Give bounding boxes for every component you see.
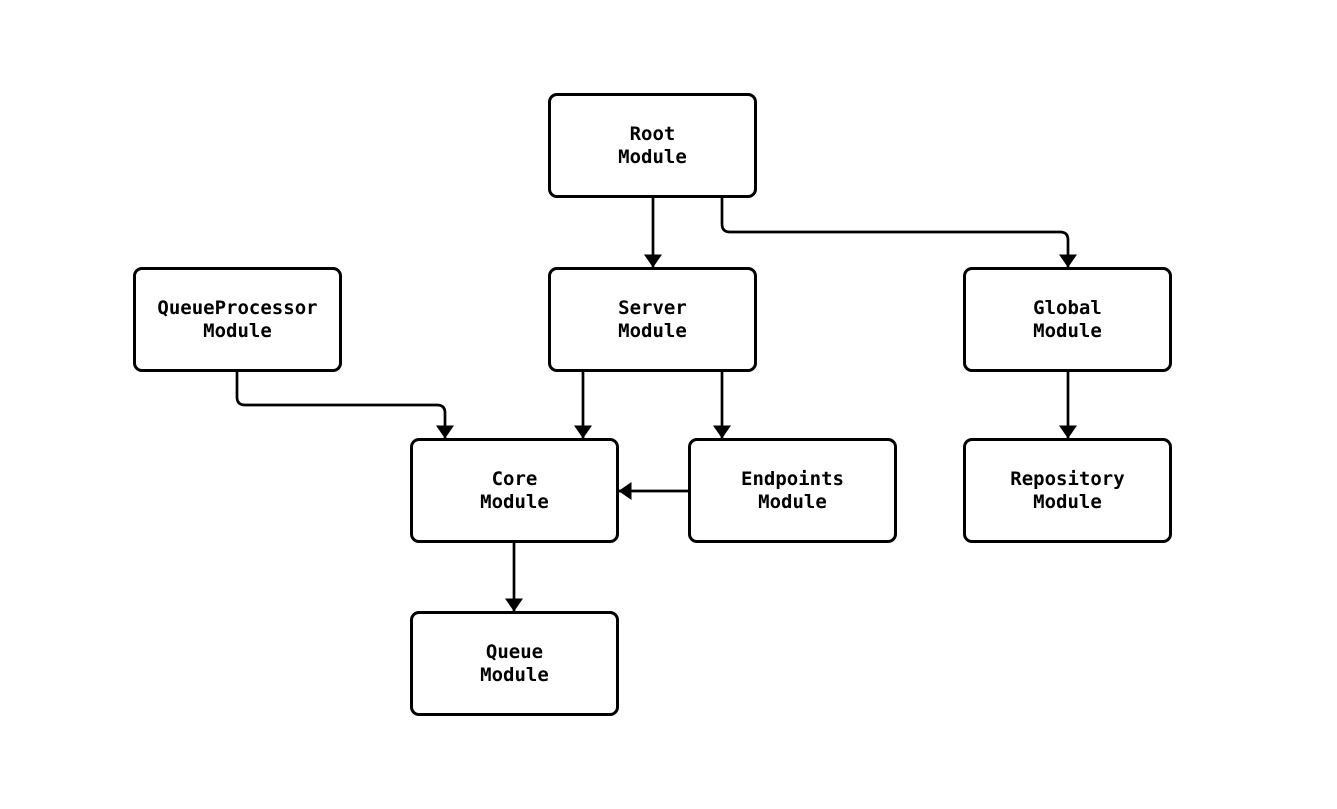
node-core-module: Core Module [410,438,619,543]
node-label-queue: Queue Module [480,640,549,686]
node-label-server: Server Module [618,296,687,342]
edge-queueprocessor-to-core [235,372,454,439]
node-queue-module: Queue Module [410,611,619,716]
node-repository-module: Repository Module [963,438,1172,543]
node-label-queueprocessor: QueueProcessor Module [157,296,318,342]
node-root-module: Root Module [548,93,757,198]
node-global-module: Global Module [963,267,1172,372]
node-label-global: Global Module [1033,296,1102,342]
node-server-module: Server Module [548,267,757,372]
node-label-root: Root Module [618,122,687,168]
node-label-repository: Repository Module [1010,467,1125,513]
node-label-endpoints: Endpoints Module [741,467,844,513]
node-endpoints-module: Endpoints Module [688,438,897,543]
node-label-core: Core Module [480,467,549,513]
edge-root-to-global [720,198,1077,268]
node-queueprocessor-module: QueueProcessor Module [133,267,342,372]
